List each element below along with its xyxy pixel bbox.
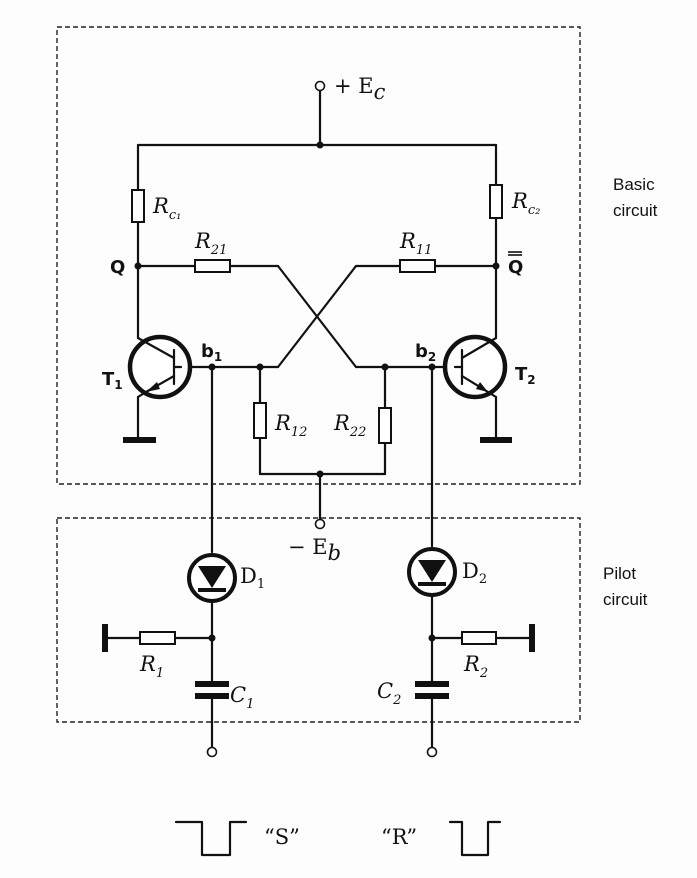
q-bar-output-label: Q bbox=[508, 257, 523, 278]
pilot-caption-line2: circuit bbox=[603, 590, 648, 609]
resistor-rc2 bbox=[489, 184, 503, 219]
r21-sub: 21 bbox=[210, 243, 228, 258]
r22-label: R bbox=[333, 411, 350, 435]
positive-supply: + Ec bbox=[314, 74, 386, 147]
pilot-circuit-box bbox=[56, 517, 581, 723]
b1-label: b bbox=[201, 341, 214, 362]
q-output-label: Q bbox=[110, 257, 125, 278]
r12-sub: 12 bbox=[291, 425, 308, 440]
pulse-s bbox=[174, 820, 248, 857]
d1-label: D bbox=[240, 564, 257, 588]
basic-caption-line2: circuit bbox=[613, 201, 658, 220]
svg-text:T2: T2 bbox=[515, 364, 536, 387]
c2-label: C bbox=[377, 679, 393, 703]
rc1-label: R bbox=[152, 194, 169, 218]
input-terminal-r bbox=[426, 746, 438, 758]
rc1-sub: c₁ bbox=[169, 208, 182, 223]
resistor-rc1 bbox=[131, 189, 145, 223]
diode-d1 bbox=[187, 553, 237, 603]
supply-neg-label: − E bbox=[288, 535, 328, 559]
svg-text:b2: b2 bbox=[415, 341, 436, 364]
d2-sub: 2 bbox=[479, 572, 487, 587]
resistor-r22 bbox=[378, 407, 392, 444]
rc2-label: R bbox=[511, 189, 528, 213]
svg-text:R22: R22 bbox=[333, 411, 366, 440]
rc2-sub: c₂ bbox=[528, 203, 541, 218]
t1-label: T bbox=[102, 369, 115, 390]
svg-text:C2: C2 bbox=[377, 679, 401, 708]
r1-sub: 1 bbox=[156, 666, 164, 681]
r22-sub: 22 bbox=[349, 425, 367, 440]
supply-pos-label: + E bbox=[334, 74, 374, 98]
transistor-t2 bbox=[442, 334, 508, 400]
r11-label: R bbox=[399, 229, 416, 253]
c2-sub: 2 bbox=[392, 693, 401, 708]
r12-label: R bbox=[274, 411, 291, 435]
b1-sub: 1 bbox=[214, 350, 222, 364]
svg-text:+ Ec: + Ec bbox=[334, 74, 386, 104]
input-s-label: “S” bbox=[264, 825, 300, 849]
svg-text:D1: D1 bbox=[240, 564, 265, 592]
r11-sub: 11 bbox=[416, 243, 433, 258]
r2-label: R bbox=[463, 652, 480, 676]
pulse-r bbox=[448, 820, 502, 857]
t2-sub: 2 bbox=[527, 373, 535, 387]
basic-circuit-box bbox=[56, 26, 581, 485]
svg-text:b1: b1 bbox=[201, 341, 222, 364]
transistor-t1 bbox=[127, 334, 193, 400]
negative-supply-terminal bbox=[314, 518, 326, 530]
t2-label: T bbox=[515, 364, 528, 385]
cross-link-qbar-to-b1 bbox=[276, 264, 358, 369]
pilot-caption-line1: Pilot bbox=[603, 564, 637, 583]
d2-label: D bbox=[462, 559, 479, 583]
svg-text:C1: C1 bbox=[230, 683, 254, 712]
c1-sub: 1 bbox=[246, 697, 254, 712]
input-terminal-s bbox=[206, 746, 218, 758]
basic-circuit-caption: Basic circuit bbox=[613, 172, 657, 224]
svg-text:R1: R1 bbox=[139, 652, 164, 681]
svg-text:− Eb: − Eb bbox=[288, 535, 341, 565]
supply-pos-sub: c bbox=[374, 80, 386, 104]
resistor-r11 bbox=[399, 259, 436, 273]
resistor-r1 bbox=[139, 631, 176, 645]
d1-sub: 1 bbox=[257, 577, 265, 592]
input-r-label: “R” bbox=[381, 825, 417, 849]
svg-text:R12: R12 bbox=[274, 411, 307, 440]
svg-text:D2: D2 bbox=[462, 559, 487, 587]
svg-text:R21: R21 bbox=[194, 229, 227, 258]
svg-text:Rc₂: Rc₂ bbox=[511, 189, 540, 218]
b2-sub: 2 bbox=[428, 350, 436, 364]
resistor-r12 bbox=[253, 402, 267, 439]
c1-label: C bbox=[230, 683, 246, 707]
r21-label: R bbox=[194, 229, 211, 253]
pilot-circuit-caption: Pilot circuit bbox=[603, 561, 647, 613]
svg-text:Rc₁: Rc₁ bbox=[152, 194, 181, 223]
resistor-r21 bbox=[194, 259, 231, 273]
r1-label: R bbox=[139, 652, 156, 676]
positive-supply-terminal bbox=[314, 80, 326, 92]
b2-label: b bbox=[415, 341, 428, 362]
svg-text:R11: R11 bbox=[399, 229, 432, 258]
resistor-r2 bbox=[461, 631, 497, 645]
r2-sub: 2 bbox=[479, 666, 488, 681]
supply-neg-sub: b bbox=[328, 541, 341, 565]
basic-caption-line1: Basic bbox=[613, 175, 655, 194]
svg-text:T1: T1 bbox=[102, 369, 123, 392]
svg-text:R2: R2 bbox=[463, 652, 488, 681]
diode-d2 bbox=[407, 547, 457, 597]
t1-sub: 1 bbox=[114, 378, 122, 392]
